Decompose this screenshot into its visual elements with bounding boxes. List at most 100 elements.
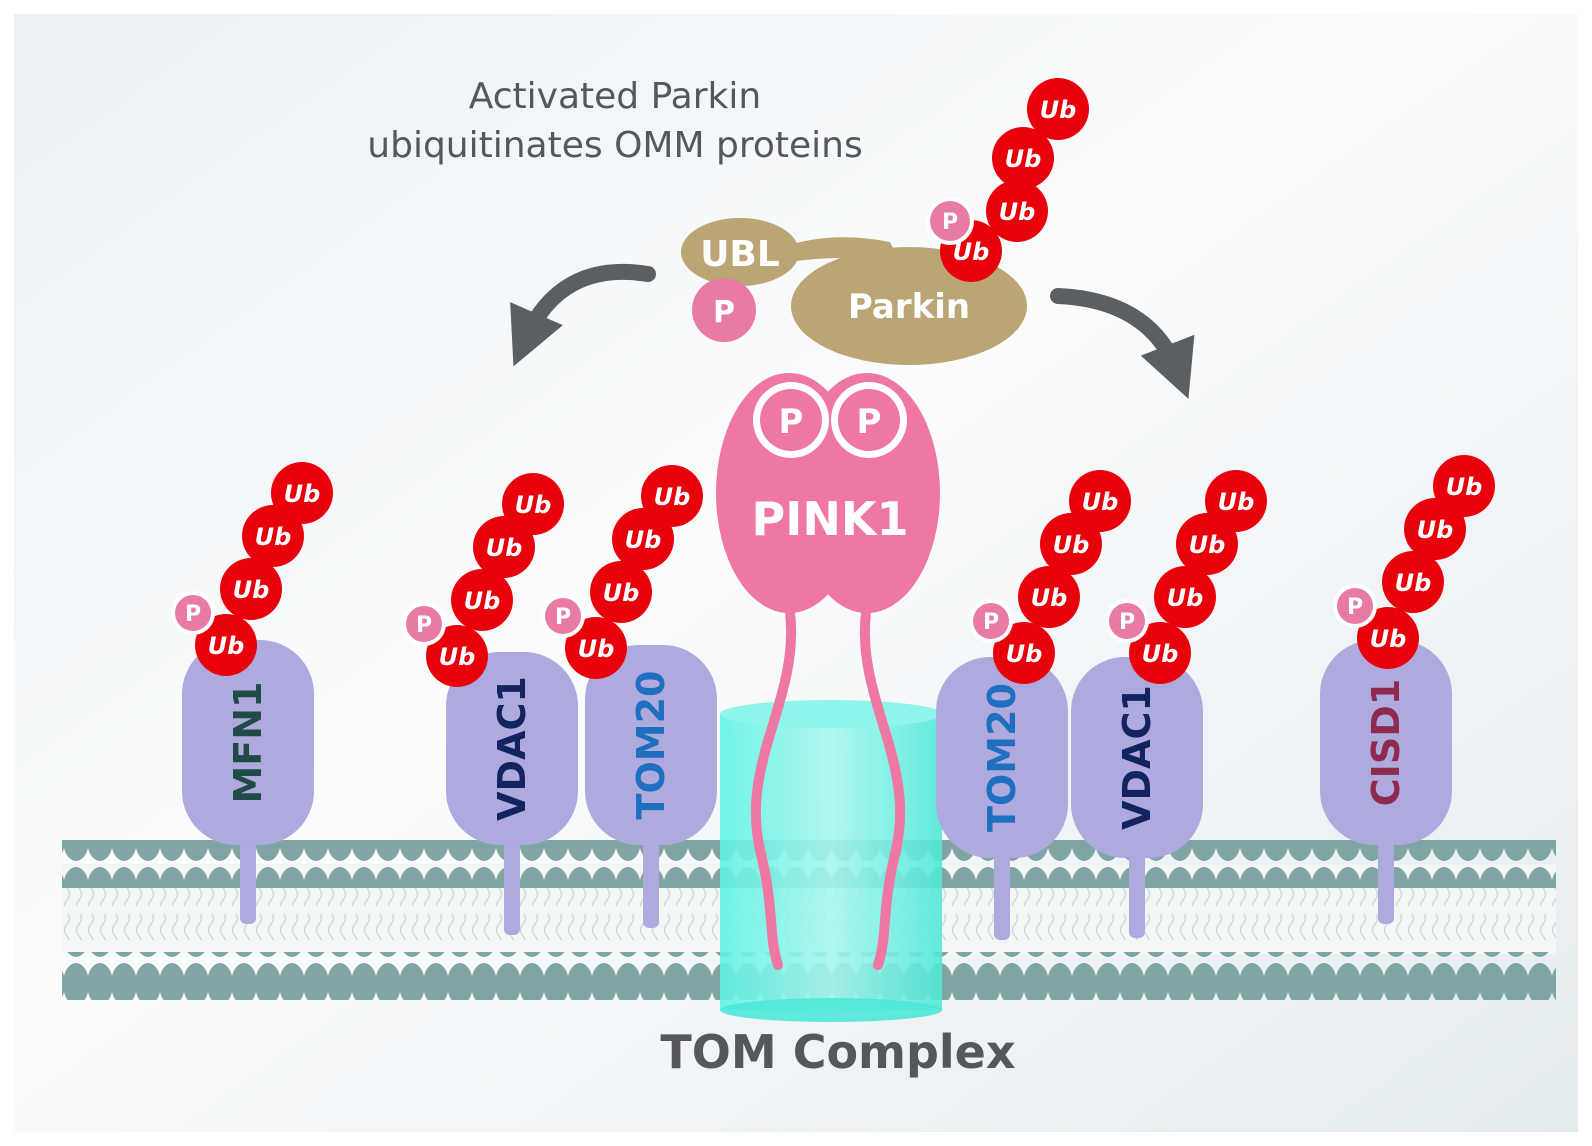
- protein-4-ub-0: [993, 622, 1055, 684]
- protein-6-body: [1320, 640, 1452, 845]
- protein-3-body: [585, 645, 717, 845]
- tom-complex-label: TOM Complex: [660, 1025, 1015, 1079]
- protein-1-ub-2: [242, 505, 304, 567]
- pink1-phospho-label-right: P: [857, 402, 882, 442]
- protein-1-ub-0: [195, 614, 257, 676]
- protein-1-phospho-label: P: [185, 602, 201, 627]
- parkin-phospho-label: P: [713, 295, 735, 330]
- omm-proteins: MFN1UbUbUbUbPVDAC1UbUbUbUbPTOM20UbUbUbUb…: [171, 455, 1495, 940]
- protein-6-ub-2: [1404, 498, 1466, 560]
- protein-2-ub-label-0: Ub: [439, 643, 476, 671]
- protein-2-label: VDAC1: [490, 676, 534, 821]
- protein-1-ub-label-2: Ub: [255, 523, 292, 551]
- protein-3-ub-label-2: Ub: [625, 526, 662, 554]
- protein-5-ub-label-2: Ub: [1189, 531, 1226, 559]
- protein-2-body: [446, 652, 578, 845]
- protein-3-ub-0: [565, 617, 627, 679]
- pink1-phospho-badge-left: [760, 389, 822, 451]
- protein-1-ub-1: [220, 558, 282, 620]
- protein-4-label: TOM20: [980, 683, 1024, 832]
- title-line-1: Activated Parkin: [469, 76, 761, 117]
- protein-3-ub-1: [590, 561, 652, 623]
- pink1-dimer: P P PINK1: [716, 373, 940, 613]
- parkin-ub-label-3: Ub: [1040, 96, 1077, 124]
- protein-4-ub-2: [1040, 513, 1102, 575]
- protein-1-label: MFN1: [226, 681, 270, 803]
- parkin-ub-1: [986, 180, 1048, 242]
- protein-4-phospho-label: P: [983, 610, 999, 635]
- protein-1-phospho-badge: [175, 595, 211, 631]
- protein-6-label: CISD1: [1364, 679, 1408, 806]
- pink1-label: PINK1: [752, 492, 909, 546]
- tom-channel-body: [720, 714, 942, 1010]
- parkin-ub-2: [992, 127, 1054, 189]
- protein-6-ub-label-0: Ub: [1370, 625, 1407, 653]
- protein-5-ub-1: [1154, 566, 1216, 628]
- tom-channel-top: [720, 700, 942, 728]
- protein-2-ub-2: [473, 516, 535, 578]
- protein-4-phospho-badge: [973, 603, 1009, 639]
- protein-4-body: [936, 657, 1068, 858]
- protein-5-stem: [1129, 852, 1145, 938]
- protein-6-ub-1: [1382, 551, 1444, 613]
- protein-5-body: [1071, 657, 1203, 858]
- protein-5-ub-0: [1129, 622, 1191, 684]
- protein-2-ub-label-1: Ub: [464, 587, 501, 615]
- protein-3-stem: [643, 840, 659, 928]
- pink1-tail-left: [751, 607, 797, 970]
- protein-1-stem: [240, 840, 256, 924]
- parkin-ub-label-1: Ub: [999, 198, 1036, 226]
- protein-5-ub-label-0: Ub: [1142, 640, 1179, 668]
- protein-3-phospho-badge: [545, 598, 581, 634]
- pink1-phospho-badge-right: [838, 389, 900, 451]
- protein-5-phospho-label: P: [1119, 610, 1135, 635]
- protein-4-ub-label-3: Ub: [1082, 488, 1119, 516]
- tom-channel-bottom: [720, 998, 942, 1022]
- arrow-left: [510, 263, 656, 367]
- protein-2-ub-label-3: Ub: [515, 491, 552, 519]
- protein-2-ub-label-2: Ub: [486, 534, 523, 562]
- protein-1-ub-label-1: Ub: [233, 576, 270, 604]
- protein-2-ub-1: [451, 569, 513, 631]
- protein-2-phospho-badge: [406, 606, 442, 642]
- protein-2-phospho-label: P: [416, 613, 432, 638]
- protein-2-ub-0: [426, 625, 488, 687]
- protein-3-phospho-label: P: [555, 605, 571, 630]
- title-line-2: ubiquitinates OMM proteins: [367, 125, 862, 166]
- protein-3-ub-label-3: Ub: [654, 483, 691, 511]
- protein-6-ub-label-2: Ub: [1417, 516, 1454, 544]
- protein-4-ub-1: [1018, 566, 1080, 628]
- protein-3-ub-2: [612, 508, 674, 570]
- protein-5-label: VDAC1: [1115, 685, 1159, 830]
- protein-4-ub-label-1: Ub: [1031, 584, 1068, 612]
- protein-2-stem: [504, 840, 520, 935]
- protein-6-ub-label-3: Ub: [1446, 473, 1483, 501]
- parkin-ub-label-2: Ub: [1005, 145, 1042, 173]
- pink1-tail-right: [859, 607, 905, 970]
- parkin-phospho-badge: [692, 278, 756, 342]
- protein-4-ub-label-2: Ub: [1053, 531, 1090, 559]
- protein-3-ub-label-1: Ub: [603, 579, 640, 607]
- protein-1-body: [182, 640, 314, 845]
- parkin-chain-phospho-badge: [930, 201, 970, 241]
- protein-6-ub-0: [1357, 607, 1419, 669]
- protein-6-phospho-label: P: [1347, 595, 1363, 620]
- protein-1-ub-label-0: Ub: [208, 632, 245, 660]
- protein-5-ub-label-1: Ub: [1167, 584, 1204, 612]
- protein-3-label: TOM20: [629, 671, 673, 820]
- protein-5-ub-2: [1176, 513, 1238, 575]
- arrow-right: [1050, 288, 1195, 399]
- protein-6-stem: [1378, 840, 1394, 924]
- protein-1-ub-label-3: Ub: [284, 480, 321, 508]
- protein-6-phospho-badge: [1337, 588, 1373, 624]
- pink1-phospho-label-left: P: [779, 402, 804, 442]
- parkin-ub-3: [1027, 78, 1089, 140]
